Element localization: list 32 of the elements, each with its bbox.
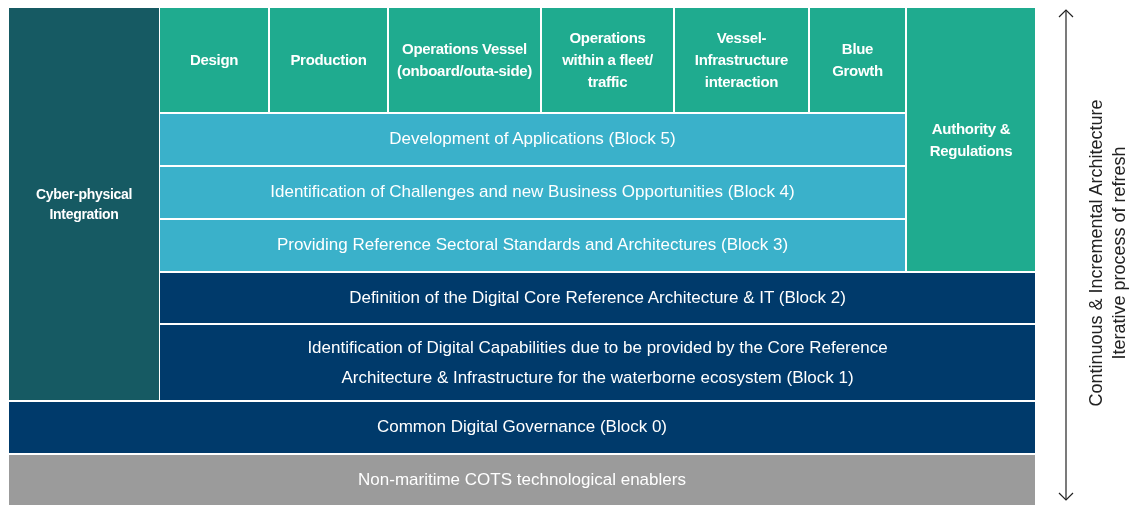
domain-box xyxy=(160,8,268,112)
band-text: Providing Reference Sectoral Standards and Architectures (Block 3) xyxy=(276,234,789,257)
band-text: Identification of Digital Capabilities due to be provided by the Core Reference Architecture & Infrastructure for the waterborne ecosystem (Block 1) xyxy=(306,336,889,389)
box-title: Blue Growth xyxy=(831,39,884,81)
side-sublabel: Iterative process of refresh xyxy=(1107,146,1130,360)
box-title: Production xyxy=(290,50,367,71)
band-text: Identification of Challenges and new Business Opportunities (Block 4) xyxy=(270,181,795,204)
box-title: Authority & Regulations xyxy=(928,118,1014,161)
domain-box xyxy=(675,8,808,112)
band-text: Development of Applications (Block 5) xyxy=(389,128,676,151)
domain-box xyxy=(389,8,540,112)
layer-band xyxy=(160,325,1035,400)
band-text: Common Digital Governance (Block 0) xyxy=(376,416,668,439)
side-label: Continuous & Incremental Architecture xyxy=(1084,99,1107,407)
band-text: Definition of the Digital Core Reference Architecture & IT (Block 2) xyxy=(349,286,846,309)
band-text: Non-maritime COTS technological enablers xyxy=(358,468,686,491)
box-title: Cyber-physical Integration xyxy=(34,184,134,224)
layer-band xyxy=(9,455,1035,505)
domain-box xyxy=(270,8,387,112)
layer-band xyxy=(160,220,905,271)
column-box xyxy=(907,8,1035,271)
layer-band xyxy=(9,402,1035,453)
domain-box xyxy=(542,8,673,112)
box-title: Operations within a fleet/ traffic xyxy=(561,28,654,92)
domain-box xyxy=(810,8,905,112)
box-title: Vessel-Infrastructure interaction xyxy=(693,28,790,92)
box-title: Design xyxy=(189,50,239,71)
box-title: Operations Vessel (onboard/outa-side) xyxy=(395,39,534,81)
layer-band xyxy=(160,167,905,218)
layer-band xyxy=(160,273,1035,323)
column-box xyxy=(9,8,159,400)
layer-band xyxy=(160,114,905,165)
